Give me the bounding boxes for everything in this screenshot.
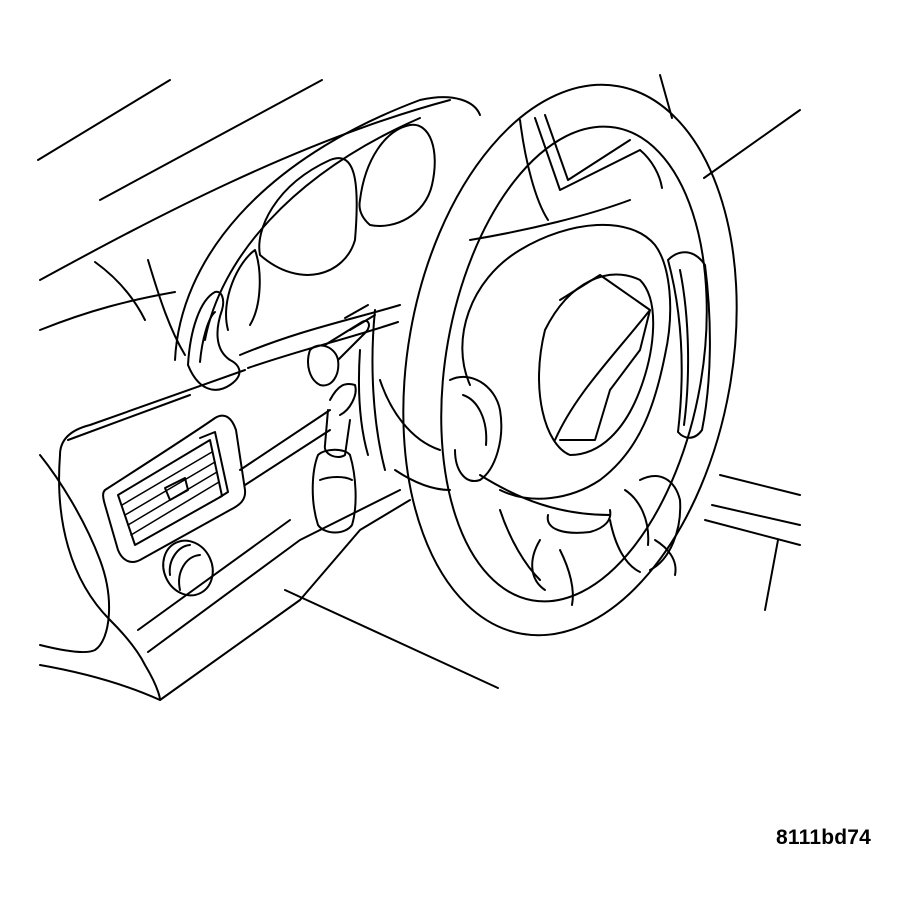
windshield-lines [37, 74, 801, 201]
rim-grip-pad [667, 251, 711, 439]
horn-pad-left [449, 375, 503, 482]
instrument-cluster [174, 96, 481, 369]
steering-column-stalks [307, 304, 386, 534]
steering-wheel-rim [402, 83, 738, 637]
upper-spokes [469, 114, 663, 241]
headlamp-switch-knob [162, 539, 214, 597]
air-vent [102, 414, 247, 563]
dashboard-top [39, 99, 451, 356]
airbag-hub [461, 223, 672, 500]
lower-spokes [479, 474, 682, 606]
left-stalk-hook [187, 290, 241, 391]
column-shroud [379, 379, 451, 491]
dashboard-lower-panel [39, 369, 499, 701]
figure-reference-code: 8111bd74 [776, 826, 872, 849]
right-console-lines [704, 474, 801, 611]
